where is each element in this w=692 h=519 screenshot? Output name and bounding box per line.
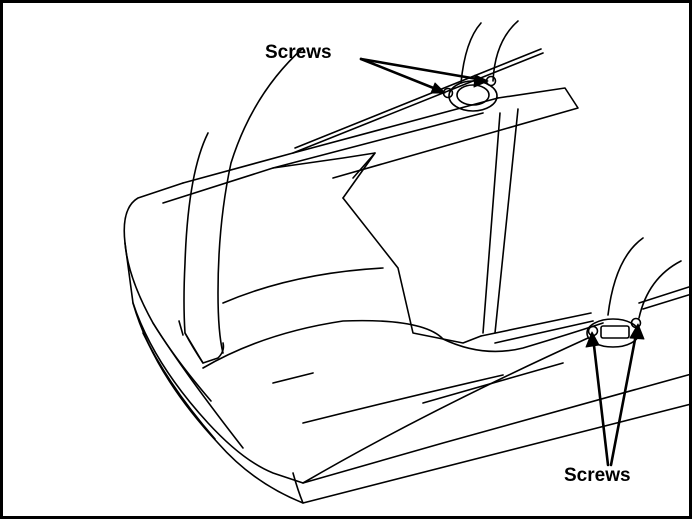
rear-support-tube	[442, 20, 519, 112]
bench-seat-illustration	[123, 20, 689, 504]
backrest	[162, 48, 594, 344]
screws-callout-top: Screws	[265, 42, 332, 63]
seat-cushion	[123, 182, 689, 504]
bottom-screw-arrows	[585, 323, 645, 467]
left-support-bar	[178, 47, 304, 364]
top-screw-arrows	[359, 57, 489, 94]
screws-callout-bottom: Screws	[564, 465, 631, 486]
